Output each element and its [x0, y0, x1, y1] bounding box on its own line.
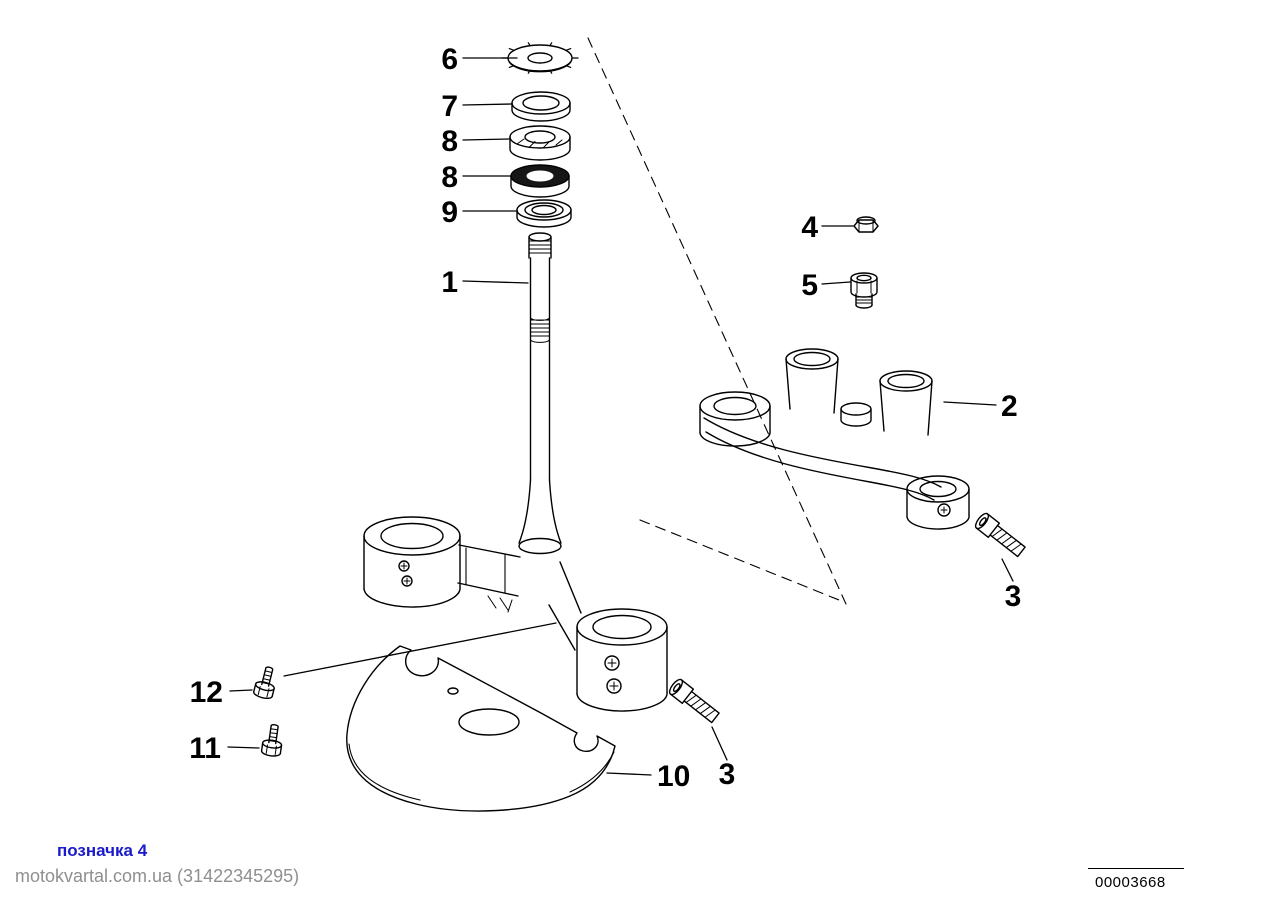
- callout-label-9: 9: [441, 196, 458, 229]
- seal-ring-part: [516, 199, 572, 228]
- watermark-text: motokvartal.com.ua (31422345295): [15, 866, 300, 886]
- callout-label-6: 6: [441, 43, 458, 76]
- bolt-11-part: [260, 722, 285, 758]
- callout-label-10: 10: [657, 760, 690, 793]
- base-plate-part: [346, 645, 616, 812]
- axis-dashed-lines: [587, 37, 847, 605]
- screw-plug-part: [850, 272, 878, 309]
- callout-label-7: 7: [441, 90, 458, 123]
- callout-label-12: 12: [190, 676, 223, 709]
- steering-stem-part: [518, 232, 562, 555]
- cap-screw-right-part: [972, 510, 1028, 560]
- callout-labels: 6 7 8 8 9 1 4 5 2 3 3 10 11 12: [189, 43, 1021, 793]
- callout-label-4: 4: [801, 211, 818, 244]
- lower-fork-bridge-part: [363, 516, 668, 712]
- bearing-upper-part: [509, 125, 571, 161]
- callout-label-2: 2: [1001, 390, 1018, 423]
- doc-number: 00003668: [1095, 874, 1166, 891]
- callout-label-8-upper: 8: [441, 125, 458, 158]
- callout-label-8-lower: 8: [441, 161, 458, 194]
- callout-label-11: 11: [189, 732, 221, 765]
- bearing-lower-part: [510, 164, 570, 198]
- callout-label-1: 1: [441, 266, 458, 299]
- upper-fork-bridge-part: [699, 348, 970, 530]
- bolt-12-part: [252, 664, 280, 701]
- callout-label-3-right: 3: [1005, 580, 1022, 613]
- note-text: позначка 4: [57, 841, 148, 860]
- callout-label-3-lower: 3: [719, 758, 736, 791]
- doc-number-rule: [1088, 868, 1184, 869]
- small-nut-part: [853, 216, 879, 233]
- leader-lines: [227, 57, 1014, 776]
- washer-part: [511, 91, 571, 122]
- callout-label-5: 5: [801, 269, 818, 302]
- cap-screw-lower-part: [666, 676, 722, 726]
